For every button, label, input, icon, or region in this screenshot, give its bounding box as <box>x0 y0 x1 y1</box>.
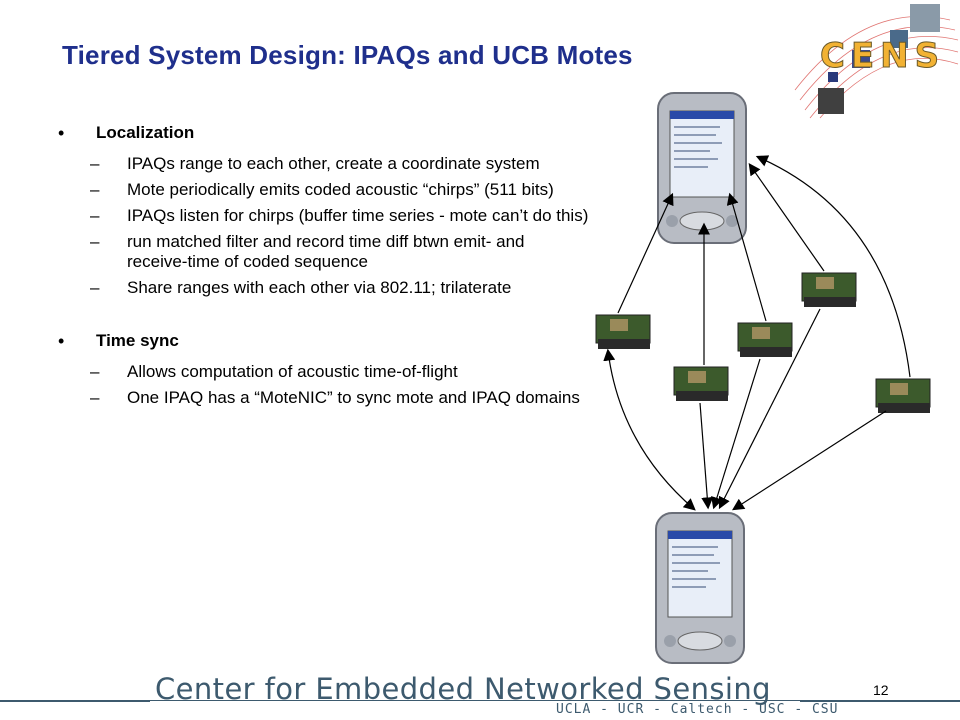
sub-item: – Share ranges with each other via 802.1… <box>90 278 598 298</box>
sub-item: – Mote periodically emits coded acoustic… <box>90 180 598 200</box>
mote-3 <box>737 322 793 357</box>
arrow-m5-top <box>755 155 911 378</box>
arrow-m3-bottom <box>711 358 761 510</box>
sub-item: – run matched filter and record time dif… <box>90 232 598 272</box>
arrow-m5-bottom <box>731 410 887 511</box>
mote-1 <box>595 314 651 349</box>
dash-marker: – <box>90 180 100 199</box>
sub-item-text: IPAQs range to each other, create a coor… <box>127 154 540 173</box>
footer-rule-left <box>0 700 150 702</box>
dash-marker: – <box>90 362 100 381</box>
arrow-m4-top <box>748 163 825 272</box>
footer-rule-right <box>800 700 960 702</box>
bullet-time-sync: • Time sync <box>58 330 598 352</box>
footer-subtitle: UCLA - UCR - Caltech - USC - CSU <box>556 702 839 717</box>
sub-item: – Allows computation of acoustic time-of… <box>90 362 598 382</box>
dash-marker: – <box>90 154 100 173</box>
mote-5 <box>875 378 931 413</box>
ipaq-mote-diagram <box>595 92 931 664</box>
bullet-marker: • <box>58 331 65 351</box>
arrow-m3-top <box>726 192 767 322</box>
arrow-m2-bottom <box>699 402 714 510</box>
bullet-list: • Localization – IPAQs range to each oth… <box>58 122 598 414</box>
cens-logo <box>794 4 959 119</box>
spacer <box>58 304 598 330</box>
sub-item: – IPAQs listen for chirps (buffer time s… <box>90 206 598 226</box>
dash-marker: – <box>90 206 100 225</box>
arrow-m1-bottom <box>603 348 696 511</box>
sub-item-text: IPAQs listen for chirps (buffer time ser… <box>127 206 589 225</box>
bullet-marker: • <box>58 123 65 143</box>
ipaq-top <box>657 92 747 244</box>
bullet-label: Localization <box>96 123 195 142</box>
mote-4 <box>801 272 857 307</box>
arrow-m4-bottom <box>718 308 821 510</box>
ipaq-bottom <box>655 512 745 664</box>
arrow-m1-top <box>617 192 674 314</box>
bullet-label: Time sync <box>96 331 179 350</box>
sub-item-text: Mote periodically emits coded acoustic “… <box>127 180 554 199</box>
bullet-localization: • Localization <box>58 122 598 144</box>
mote-2 <box>673 366 729 401</box>
slide-title: Tiered System Design: IPAQs and UCB Mote… <box>62 40 633 70</box>
footer-rule-middle <box>150 700 800 701</box>
sub-item: – One IPAQ has a “MoteNIC” to sync mote … <box>90 388 598 408</box>
sub-item-text: Share ranges with each other via 802.11;… <box>127 278 512 297</box>
cens-logo-text: CENS <box>819 36 946 77</box>
sub-item-text: Allows computation of acoustic time-of-f… <box>127 362 458 381</box>
sub-item-text: One IPAQ has a “MoteNIC” to sync mote an… <box>127 388 580 407</box>
sub-item-text: run matched filter and record time diff … <box>127 232 525 271</box>
dash-marker: – <box>90 232 100 251</box>
page-number: 12 <box>873 682 889 698</box>
dash-marker: – <box>90 278 100 297</box>
sub-item: – IPAQs range to each other, create a co… <box>90 154 598 174</box>
dash-marker: – <box>90 388 100 407</box>
